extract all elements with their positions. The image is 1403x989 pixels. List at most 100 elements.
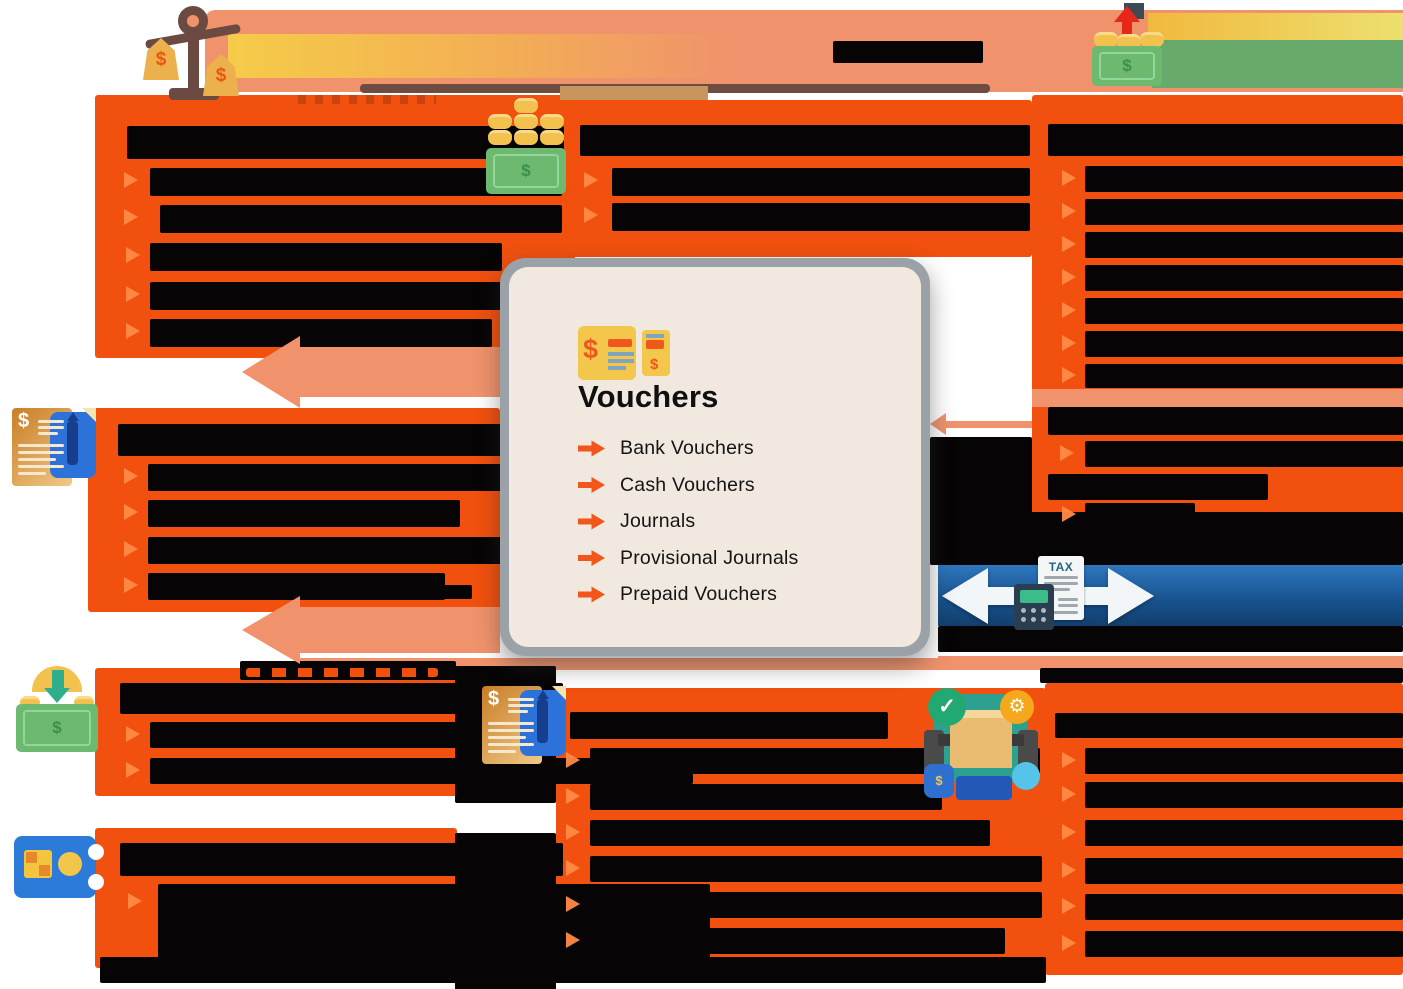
- banner-yellow-ribbon: [228, 34, 728, 78]
- expense-money-icon: $: [16, 666, 98, 756]
- redacted-text-bar: [1055, 713, 1403, 738]
- redacted-text-bar: [160, 205, 562, 233]
- redacted-text-bar: [1085, 265, 1403, 291]
- voucher-list-item: Bank Vouchers: [578, 437, 898, 460]
- bullet-arrow-icon: [124, 209, 138, 225]
- arrow-icon: [578, 440, 605, 457]
- divider-band: [1032, 389, 1403, 407]
- bullet-arrow-icon: [1062, 236, 1076, 252]
- calculator-icon: [956, 776, 1012, 800]
- redacted-block: [930, 512, 1403, 565]
- voucher-item-label: Cash Vouchers: [620, 473, 755, 496]
- bullet-arrow-icon: [124, 468, 138, 484]
- balance-scale-icon: $ $: [143, 6, 243, 100]
- redacted-text-bar: [148, 537, 555, 564]
- bullet-arrow-icon: [1062, 269, 1076, 285]
- redacted-text-bar: [612, 168, 1030, 196]
- arrow-icon: [578, 477, 605, 493]
- bullet-arrow-icon: [566, 752, 580, 768]
- bullet-arrow-icon: [126, 247, 140, 263]
- connector-arrow: [300, 607, 500, 653]
- gear-circle-icon: ⚙: [1000, 690, 1034, 724]
- redacted-text-bar: [148, 464, 555, 491]
- bullet-arrow-icon: [126, 762, 140, 778]
- voucher-list-item: Cash Vouchers: [578, 474, 898, 497]
- arrow-icon: [578, 586, 605, 603]
- bullet-arrow-icon: [1062, 203, 1076, 219]
- redacted-text-bar: [1085, 858, 1403, 884]
- redacted-text-bar: [1085, 748, 1403, 774]
- bullet-arrow-icon: [1062, 862, 1076, 878]
- redacted-text-bar: [580, 125, 1030, 156]
- tax-calculator-icon: [1014, 584, 1054, 630]
- money-bag-icon: $: [203, 54, 239, 96]
- redacted-text-bar: [1085, 894, 1403, 920]
- bullet-arrow-icon: [566, 788, 580, 804]
- tick-pattern: [298, 95, 436, 104]
- purchase-process-icon: ✓ ⚙ $: [920, 688, 1042, 806]
- arrow-icon: [578, 550, 605, 566]
- redacted-text-bar: [1048, 407, 1403, 435]
- bullet-arrow-icon: [124, 172, 138, 188]
- banner-shadow-band: [560, 86, 708, 100]
- dashed-connector: [246, 668, 438, 677]
- check-circle-icon: ✓: [928, 688, 966, 726]
- invoice-edit-icon: $: [12, 408, 96, 494]
- dashed-connector: [566, 100, 573, 257]
- bullet-arrow-icon: [1062, 824, 1076, 840]
- redacted-text-bar: [1085, 931, 1403, 957]
- bullet-arrow-icon: [124, 541, 138, 557]
- redacted-text-bar: [1085, 820, 1403, 846]
- card-title: Vouchers: [578, 379, 719, 414]
- bullet-arrow-icon: [128, 893, 142, 909]
- bullet-arrow-icon: [1062, 752, 1076, 768]
- bullet-arrow-icon: [584, 172, 598, 188]
- voucher-list-item: Journals: [578, 510, 898, 533]
- bullet-arrow-icon: [1062, 335, 1076, 351]
- voucher-item-label: Provisional Journals: [620, 546, 799, 569]
- voucher-item-label: Bank Vouchers: [620, 437, 754, 459]
- invoice-edit-icon: $: [482, 686, 566, 772]
- bullet-arrow-icon: [1062, 170, 1076, 186]
- cash-stack-icon: $: [486, 96, 566, 196]
- bullet-arrow-icon: [124, 577, 138, 593]
- redacted-text-bar: [150, 243, 502, 271]
- redacted-text-bar: [1085, 441, 1403, 467]
- banner-yellow-strip-right: [1148, 13, 1403, 40]
- redacted-text-bar: [1085, 232, 1403, 258]
- bullet-arrow-icon: [566, 824, 580, 840]
- bullet-arrow-icon: [1062, 898, 1076, 914]
- bullet-arrow-icon: [566, 896, 580, 912]
- redacted-text-bar: [1085, 166, 1403, 192]
- redacted-text-bar: [612, 203, 1030, 231]
- redacted-text-bar: [1085, 364, 1403, 388]
- bullet-arrow-icon: [1062, 367, 1076, 383]
- bullet-arrow-icon: [126, 286, 140, 302]
- redacted-text-bar: [150, 319, 492, 347]
- bullet-arrow-icon: [1062, 302, 1076, 318]
- redacted-block: [938, 626, 1403, 652]
- bullet-arrow-icon: [124, 504, 138, 520]
- bullet-arrow-icon: [126, 726, 140, 742]
- redacted-text-bar: [1085, 199, 1403, 225]
- redacted-text-bar: [590, 820, 990, 846]
- connector-arrow: [944, 421, 1032, 428]
- voucher-item-label: Prepaid Vouchers: [620, 583, 778, 605]
- redacted-text-bar: [150, 282, 562, 310]
- redacted-text-bar: [1085, 331, 1403, 357]
- arrow-icon: [578, 513, 605, 530]
- redacted-block: [230, 585, 472, 599]
- redacted-text-bar: [1085, 298, 1403, 324]
- bullet-arrow-icon: [566, 860, 580, 876]
- bullet-arrow-icon: [1062, 786, 1076, 802]
- redacted-block: [1040, 668, 1403, 683]
- bullet-arrow-icon: [1062, 935, 1076, 951]
- bullet-arrow-icon: [126, 323, 140, 339]
- redacted-text-bar: [570, 712, 888, 739]
- voucher-list-item: Prepaid Vouchers: [578, 583, 898, 606]
- redacted-block: [833, 41, 983, 63]
